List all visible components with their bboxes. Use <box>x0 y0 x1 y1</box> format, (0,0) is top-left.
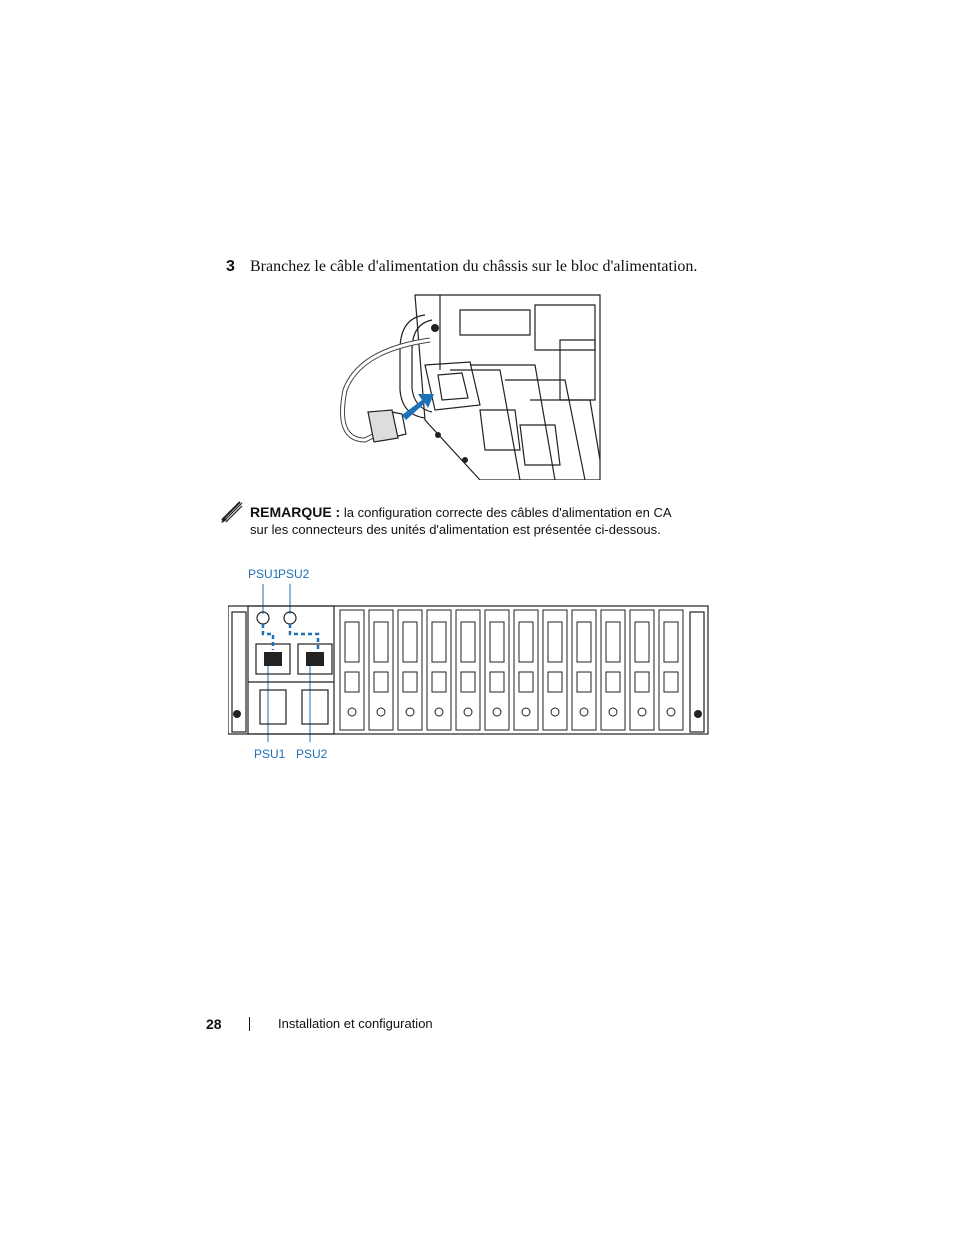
callout-psu1-bottom: PSU1 <box>254 747 286 761</box>
page-number: 28 <box>206 1016 222 1032</box>
step-number: 3 <box>226 258 235 275</box>
note-text: la configuration correcte des câbles d'a… <box>250 505 671 537</box>
power-cable-connection-illustration <box>340 294 601 480</box>
callout-psu1-top: PSU1 <box>248 567 280 581</box>
callout-psu2-top: PSU2 <box>278 567 310 581</box>
pencil-note-icon <box>221 501 243 523</box>
callout-psu2-bottom: PSU2 <box>296 747 328 761</box>
step-text: Branchez le câble d'alimentation du châs… <box>250 258 698 275</box>
note-block: REMARQUE : la configuration correcte des… <box>250 504 690 538</box>
footer-section-title: Installation et configuration <box>278 1016 433 1031</box>
note-label: REMARQUE : <box>250 504 341 520</box>
footer-separator <box>249 1017 250 1031</box>
chassis-rear-view-illustration: PSU1 PSU2 PSU1 PSU2 <box>228 567 709 761</box>
